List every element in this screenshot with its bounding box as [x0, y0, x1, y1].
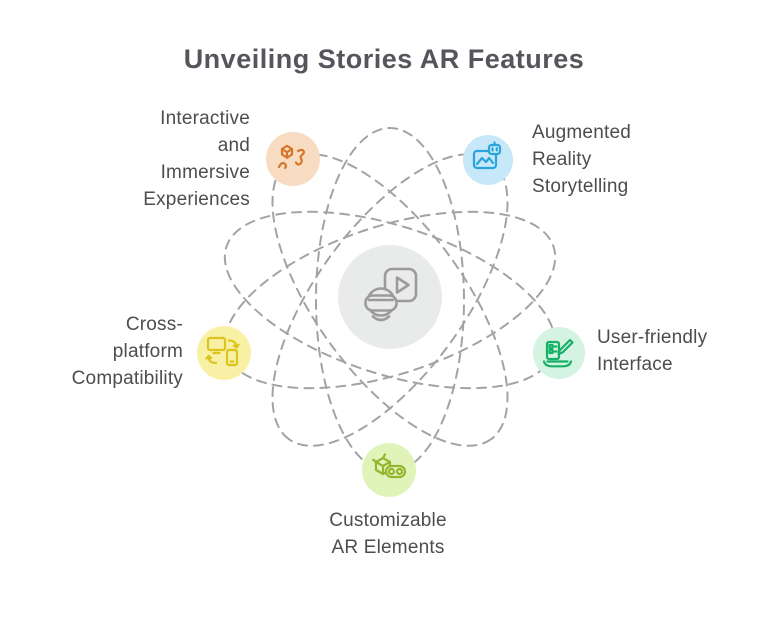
node-ar-storytelling	[463, 135, 513, 185]
diagram-title: Unveiling Stories AR Features	[183, 44, 585, 74]
node-circle	[197, 326, 251, 380]
node-interactive-immersive	[266, 132, 320, 186]
node-cross-platform	[197, 326, 251, 380]
label-user-friendly: User-friendly Interface	[597, 327, 708, 375]
vr-headset-video-icon	[364, 267, 418, 322]
box-vr-goggles-icon	[372, 453, 407, 479]
hand-3d-cube-icon	[277, 144, 305, 170]
node-customizable	[362, 443, 416, 497]
label-ar-storytelling: Augmented Reality Storytelling	[532, 122, 631, 197]
center-hub	[338, 245, 442, 349]
node-circle	[266, 132, 320, 186]
device-sync-icon	[205, 336, 240, 367]
node-user-friendly	[533, 327, 585, 379]
label-interactive-immersive: Interactive and Immersive Experiences	[143, 108, 250, 210]
form-pencil-laptop-icon	[542, 338, 574, 368]
label-customizable: Customizable AR Elements	[329, 510, 447, 558]
ar-image-robot-icon	[472, 141, 502, 170]
label-cross-platform: Cross- platform Compatibility	[71, 314, 183, 389]
